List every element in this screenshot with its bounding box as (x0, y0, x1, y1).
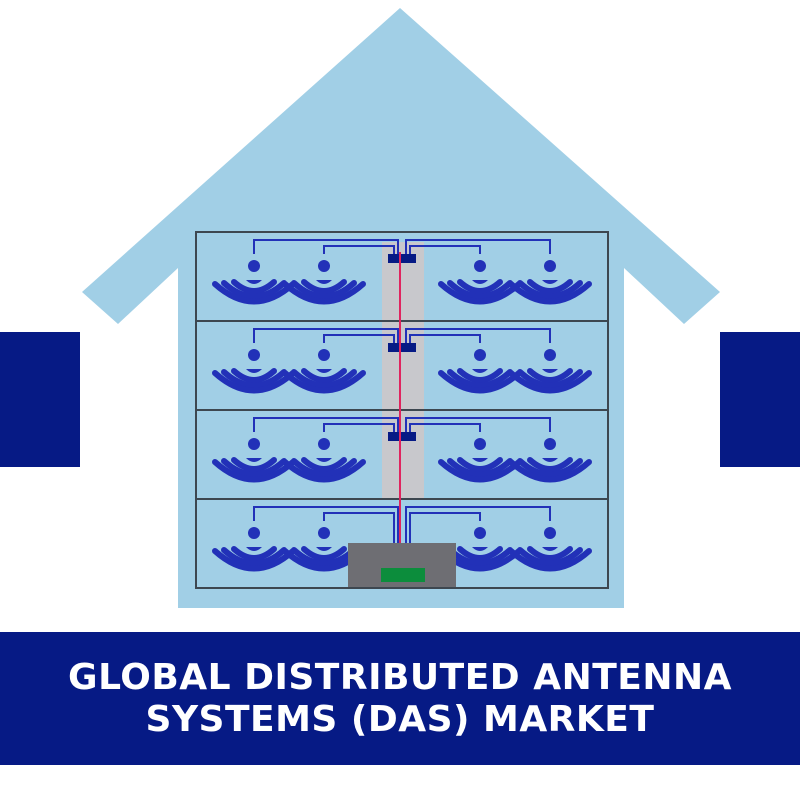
floor-3-feed-left-inner (323, 334, 395, 347)
left-navy-block (0, 332, 80, 467)
floor-1-outline (195, 498, 609, 589)
floor-4-feed-left-inner (323, 245, 395, 258)
floor-2-feed-left-inner (323, 423, 395, 436)
floor-2-feed-left-outer (253, 417, 399, 436)
floor-4-feed-right-inner (409, 245, 481, 258)
banner-title: GLOBAL DISTRIBUTED ANTENNA SYSTEMS (DAS)… (50, 657, 750, 741)
floor-4-feed-left-outer (253, 239, 399, 258)
right-navy-block (720, 332, 800, 467)
splitter-icon (388, 432, 416, 441)
floor-1-feed-left-outer (253, 506, 399, 557)
splitter-icon (388, 254, 416, 263)
floor-2-feed-right-outer (405, 417, 551, 436)
floor-4-feed-right-outer (405, 239, 551, 258)
floor-3-feed-left-outer (253, 328, 399, 347)
floor-2-feed-right-inner (409, 423, 481, 436)
banner-title-line-2: SYSTEMS (DAS) MARKET (145, 698, 655, 740)
riser-column (382, 242, 424, 499)
building-floors (195, 231, 609, 589)
floor-3-feed-right-outer (405, 328, 551, 347)
floor-1-feed-right-outer (405, 506, 551, 557)
banner-title-line-1: GLOBAL DISTRIBUTED ANTENNA (68, 656, 732, 698)
floor-1-feed-left-inner (323, 512, 395, 557)
head-end-unit-icon (381, 568, 425, 582)
floor-3-feed-right-inner (409, 334, 481, 347)
splitter-icon (388, 343, 416, 352)
title-banner: GLOBAL DISTRIBUTED ANTENNA SYSTEMS (DAS)… (0, 632, 800, 765)
floor-1-feed-right-inner (409, 512, 481, 557)
